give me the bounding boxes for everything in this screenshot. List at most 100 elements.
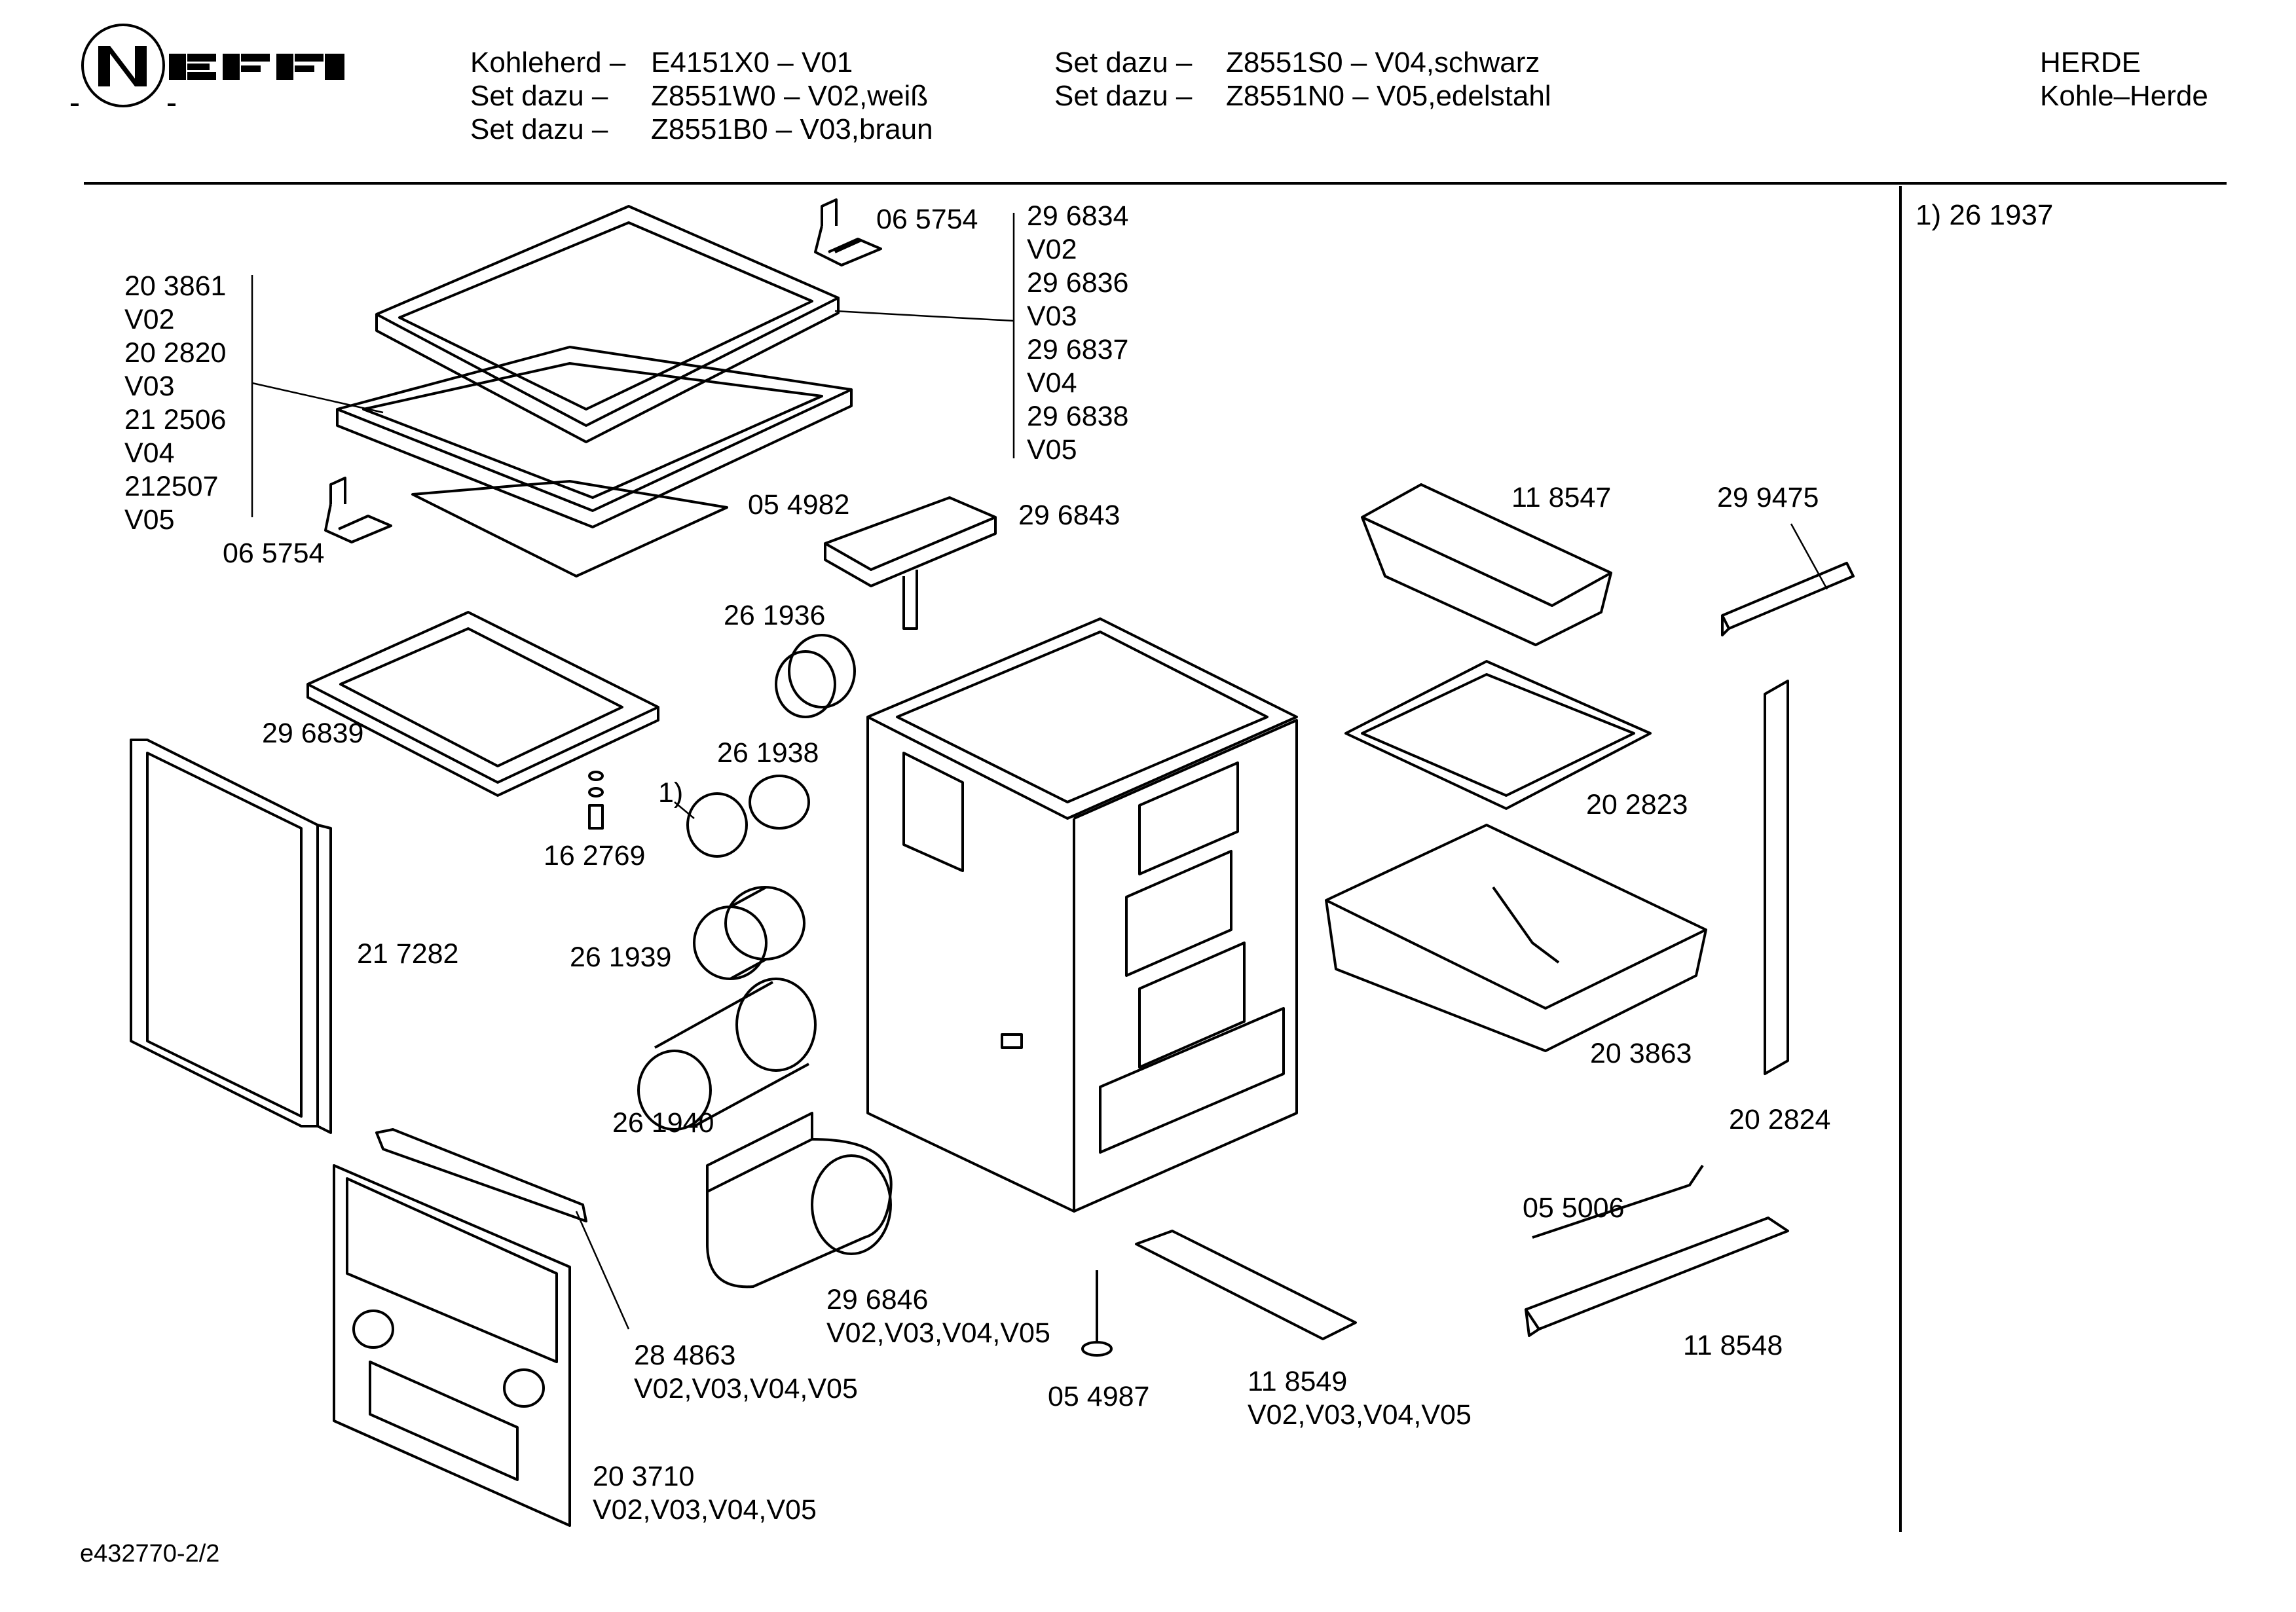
part-label-162769: 16 2769 <box>544 839 645 873</box>
header-row: Set dazu – Z8551W0 – V02,weiß <box>470 80 929 112</box>
leader-lines <box>251 213 1828 1330</box>
heat-shield <box>706 1112 893 1289</box>
category-subtitle: Kohle–Herde <box>2040 80 2208 112</box>
shelf-rack <box>1344 660 1652 810</box>
part-label-line: 29 6838 <box>1027 401 1129 432</box>
part-label-202824: 20 2824 <box>1729 1103 1830 1137</box>
part-label-line: 05 4987 <box>1048 1381 1150 1412</box>
part-label-line: 26 1938 <box>717 737 819 769</box>
part-label-296843: 29 6843 <box>1018 499 1120 532</box>
part-label-line: V05 <box>1027 434 1077 466</box>
oven-door-frame <box>306 611 659 797</box>
part-label-261936: 26 1936 <box>724 599 825 632</box>
part-label-261938: 26 1938 <box>717 737 819 770</box>
part-label-line: 26 1936 <box>724 600 826 631</box>
part-label-054987: 05 4987 <box>1048 1380 1149 1414</box>
part-label-line: V02,V03,V04,V05 <box>634 1373 858 1404</box>
part-label-line: V02,V03,V04,V05 <box>1248 1399 1472 1431</box>
part-label-202823: 20 2823 <box>1586 788 1688 822</box>
hinge-bracket-left <box>324 477 392 543</box>
hinge-bracket-top <box>814 198 882 266</box>
header-row: Kohleherd – E4151X0 – V01 <box>470 46 853 79</box>
part-label-line: V03 <box>1027 301 1077 332</box>
stove-cabinet <box>866 617 1298 1213</box>
header-row: Set dazu – Z8551N0 – V05,edelstahl <box>1054 80 1551 112</box>
part-label-line: 20 3710 <box>593 1461 695 1492</box>
part-label-line: 29 6839 <box>262 718 364 749</box>
header-row: Set dazu – Z8551S0 – V04,schwarz <box>1054 46 1540 79</box>
header-col2: Set dazu – Z8551S0 – V04,schwarz Set daz… <box>1054 46 1551 113</box>
bottom-rail-right <box>1525 1164 1789 1337</box>
part-label-217282: 21 7282 <box>357 938 458 971</box>
part-label-line: 29 6836 <box>1027 267 1129 299</box>
part-label-line: 16 2769 <box>544 840 646 871</box>
part-label-line: 29 6834 <box>1027 200 1129 232</box>
header-row: Set dazu – Z8551B0 – V03,braun <box>470 113 933 145</box>
vertical-rail <box>1764 680 1789 1075</box>
part-label-footnote-ref: 1) <box>658 777 683 810</box>
part-label-line: 29 6843 <box>1018 500 1120 531</box>
cooktop-plate <box>375 205 840 443</box>
part-label-line: 20 2824 <box>1729 1104 1831 1135</box>
document-id: e432770-2/2 <box>80 1540 220 1567</box>
part-label-299475: 29 9475 <box>1717 481 1819 515</box>
part-label-line: 05 5006 <box>1523 1192 1625 1224</box>
vent-cover <box>824 496 997 630</box>
part-label-line: V02,V03,V04,V05 <box>593 1494 817 1526</box>
part-label-line: 1) <box>658 777 684 809</box>
part-label-line: 26 1940 <box>612 1107 714 1139</box>
part-label-line: 05 4982 <box>748 489 850 521</box>
part-label-line: V05 <box>124 504 175 536</box>
part-label-054982: 05 4982 <box>748 488 849 522</box>
side-rail <box>1721 562 1855 636</box>
neff-logo <box>71 24 344 107</box>
header-category: HERDE Kohle–Herde <box>2040 46 2208 113</box>
part-label-065754-top: 06 5754 <box>876 203 978 236</box>
part-label-line: 11 8548 <box>1683 1330 1783 1361</box>
part-label-line: 29 6837 <box>1027 334 1129 365</box>
top-tray <box>1361 483 1612 646</box>
leveling-foot <box>1081 1270 1113 1357</box>
part-label-line: 21 7282 <box>357 938 459 970</box>
part-label-line: V02 <box>1027 234 1077 265</box>
part-label-261939: 26 1939 <box>570 941 671 974</box>
part-label-261940: 26 1940 <box>612 1107 714 1140</box>
header-col1: Kohleherd – E4151X0 – V01 Set dazu – Z85… <box>470 46 933 146</box>
part-label-line: 20 2823 <box>1586 789 1688 820</box>
bottom-rail-center <box>1135 1230 1357 1340</box>
part-label-line: 11 8549 <box>1248 1366 1348 1397</box>
category-title: HERDE <box>2040 46 2141 79</box>
part-label-line: 11 8547 <box>1511 482 1612 513</box>
part-label-line: 21 2506 <box>124 404 227 435</box>
part-label-line: 20 3863 <box>1590 1038 1692 1069</box>
part-label-065754-left: 06 5754 <box>223 537 324 570</box>
part-label-203863: 20 3863 <box>1590 1037 1692 1071</box>
part-label-055006: 05 5006 <box>1523 1192 1624 1225</box>
part-label-296839: 29 6839 <box>262 717 363 750</box>
part-label-line: 29 9475 <box>1717 482 1819 513</box>
flue-pipes <box>637 634 856 1131</box>
part-label-line: 28 4863 <box>634 1340 736 1371</box>
part-label-line: V02 <box>124 304 175 335</box>
part-label-118548: 11 8548 <box>1683 1329 1783 1363</box>
cooktop-frame <box>336 346 853 528</box>
bottom-panel <box>333 1128 587 1527</box>
part-label-line: V03 <box>124 371 175 402</box>
part-label-118547: 11 8547 <box>1511 481 1611 515</box>
part-label-line: 29 6846 <box>826 1284 929 1315</box>
part-label-line: 26 1939 <box>570 942 672 973</box>
part-label-line: 20 3861 <box>124 270 227 302</box>
footnote: 1) 26 1937 <box>1916 199 2054 231</box>
part-label-line: 20 2820 <box>124 337 227 369</box>
part-label-line: 212507 <box>124 471 219 502</box>
drawer-box <box>1325 824 1707 1052</box>
part-label-line: 06 5754 <box>876 204 978 235</box>
part-label-line: V02,V03,V04,V05 <box>826 1317 1050 1349</box>
